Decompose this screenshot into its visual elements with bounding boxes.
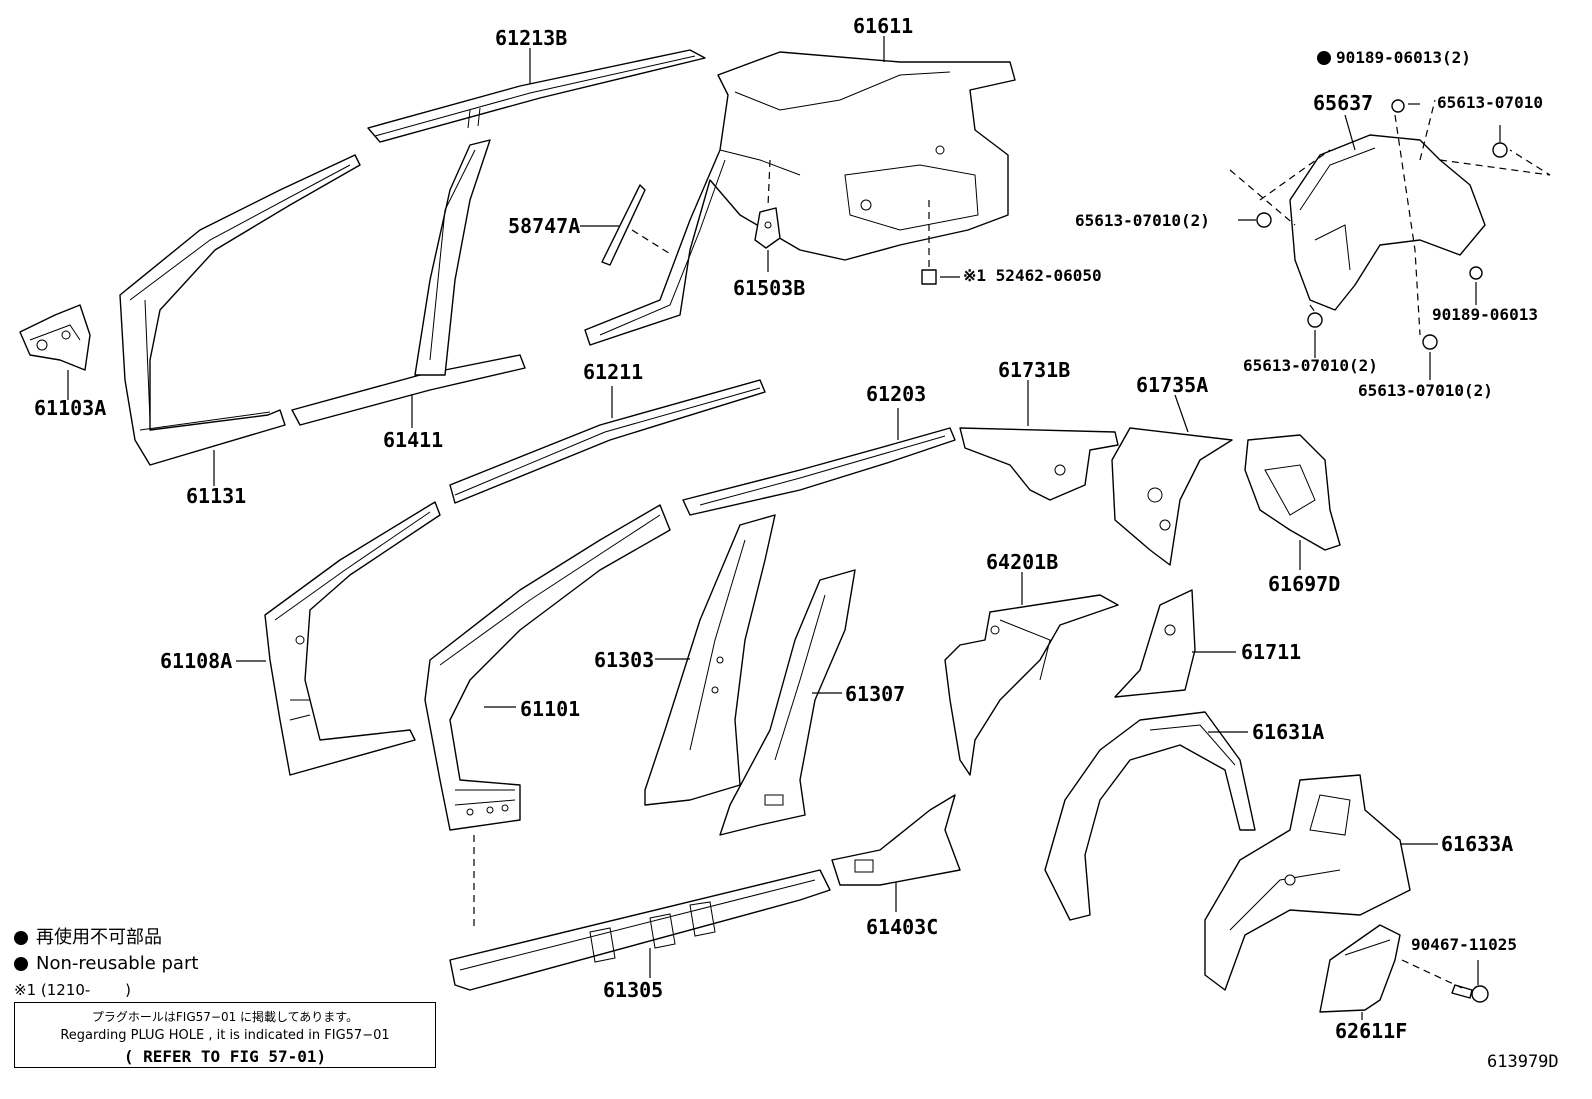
label-52462-06050: ※1 52462-06050 bbox=[963, 266, 1102, 285]
part-61305 bbox=[449, 869, 831, 991]
label-65637: 65637 bbox=[1313, 91, 1374, 115]
part-61307 bbox=[719, 569, 856, 836]
label-58747A: 58747A bbox=[508, 214, 581, 238]
label-61131: 61131 bbox=[186, 484, 247, 508]
part-61611 bbox=[584, 36, 1016, 346]
note-line-jp: プラグホールはFIG57−01 に掲載してあります。 bbox=[91, 1010, 359, 1024]
figure-id: 613979D bbox=[1487, 1052, 1559, 1072]
part-61411 bbox=[291, 139, 526, 428]
part-90467-11025 bbox=[1401, 959, 1489, 1003]
label-61103A: 61103A bbox=[34, 396, 107, 420]
label-61213B: 61213B bbox=[495, 26, 568, 50]
part-61403C bbox=[831, 794, 961, 912]
legend-footnote: ※1 (1210- ) bbox=[14, 981, 131, 999]
legend-en-text: Non-reusable part bbox=[36, 953, 199, 974]
label-65613-07010-2-right: 65613-07010(2) bbox=[1358, 381, 1493, 400]
label-90189-06013: 90189-06013 bbox=[1432, 305, 1538, 324]
label-61101: 61101 bbox=[520, 697, 581, 721]
part-61503B bbox=[754, 159, 781, 272]
label-61611: 61611 bbox=[853, 14, 914, 38]
label-65613-07010: 65613-07010 bbox=[1437, 93, 1543, 112]
legend-row-en: Non-reusable part bbox=[14, 951, 198, 977]
legend-jp-text: 再使用不可部品 bbox=[36, 927, 162, 948]
part-64201B bbox=[944, 572, 1119, 776]
label-61305: 61305 bbox=[603, 978, 664, 1002]
part-61103A bbox=[19, 304, 91, 400]
part-61213B bbox=[367, 48, 706, 143]
label-61211: 61211 bbox=[583, 360, 644, 384]
label-61403C: 61403C bbox=[866, 915, 939, 939]
label-61108A: 61108A bbox=[160, 649, 233, 673]
label-61631A: 61631A bbox=[1252, 720, 1325, 744]
part-61633A bbox=[1204, 774, 1438, 991]
label-61303: 61303 bbox=[594, 648, 655, 672]
part-62611F bbox=[1319, 924, 1401, 1020]
part-61711 bbox=[1114, 589, 1236, 698]
part-61131 bbox=[119, 154, 361, 486]
fastener-group bbox=[1229, 99, 1551, 380]
label-61735A: 61735A bbox=[1136, 373, 1209, 397]
bullet-icon bbox=[14, 957, 28, 971]
part-65637 bbox=[1289, 114, 1486, 311]
plug-hole-note: プラグホールはFIG57−01 に掲載してあります。 Regarding PLU… bbox=[14, 1002, 436, 1068]
label-90189-06013-2: 90189-06013(2) bbox=[1336, 48, 1471, 67]
part-61101 bbox=[424, 504, 671, 930]
part-61203 bbox=[682, 408, 956, 516]
part-58747A bbox=[580, 184, 673, 266]
legend: 再使用不可部品 Non-reusable part ※1 (1210- ) bbox=[14, 925, 198, 1003]
label-65613-07010-2-mid: 65613-07010(2) bbox=[1243, 356, 1378, 375]
part-61303 bbox=[644, 514, 776, 806]
note-refer: ( REFER TO FIG 57-01) bbox=[123, 1047, 327, 1066]
label-61411: 61411 bbox=[383, 428, 444, 452]
legend-row-jp: 再使用不可部品 bbox=[14, 925, 198, 951]
label-61503B: 61503B bbox=[733, 276, 806, 300]
note-line-en: Regarding PLUG HOLE , it is indicated in… bbox=[60, 1028, 390, 1043]
label-61633A: 61633A bbox=[1441, 832, 1514, 856]
part-61735A bbox=[1111, 394, 1233, 566]
part-61697D bbox=[1244, 434, 1341, 570]
part-61211 bbox=[449, 379, 766, 504]
label-65613-07010-2-left: 65613-07010(2) bbox=[1075, 211, 1210, 230]
bullet-icon bbox=[14, 931, 28, 945]
part-52462 bbox=[921, 200, 960, 285]
label-61711: 61711 bbox=[1241, 640, 1302, 664]
part-61731B bbox=[959, 380, 1119, 501]
label-61731B: 61731B bbox=[998, 358, 1071, 382]
label-61307: 61307 bbox=[845, 682, 906, 706]
label-64201B: 64201B bbox=[986, 550, 1059, 574]
label-90467-11025: 90467-11025 bbox=[1411, 935, 1517, 954]
nonreusable-bullet bbox=[1317, 51, 1331, 65]
label-62611F: 62611F bbox=[1335, 1019, 1408, 1043]
part-61108A bbox=[236, 501, 441, 776]
part-61631A bbox=[1044, 711, 1256, 921]
label-61697D: 61697D bbox=[1268, 572, 1341, 596]
label-61203: 61203 bbox=[866, 382, 927, 406]
